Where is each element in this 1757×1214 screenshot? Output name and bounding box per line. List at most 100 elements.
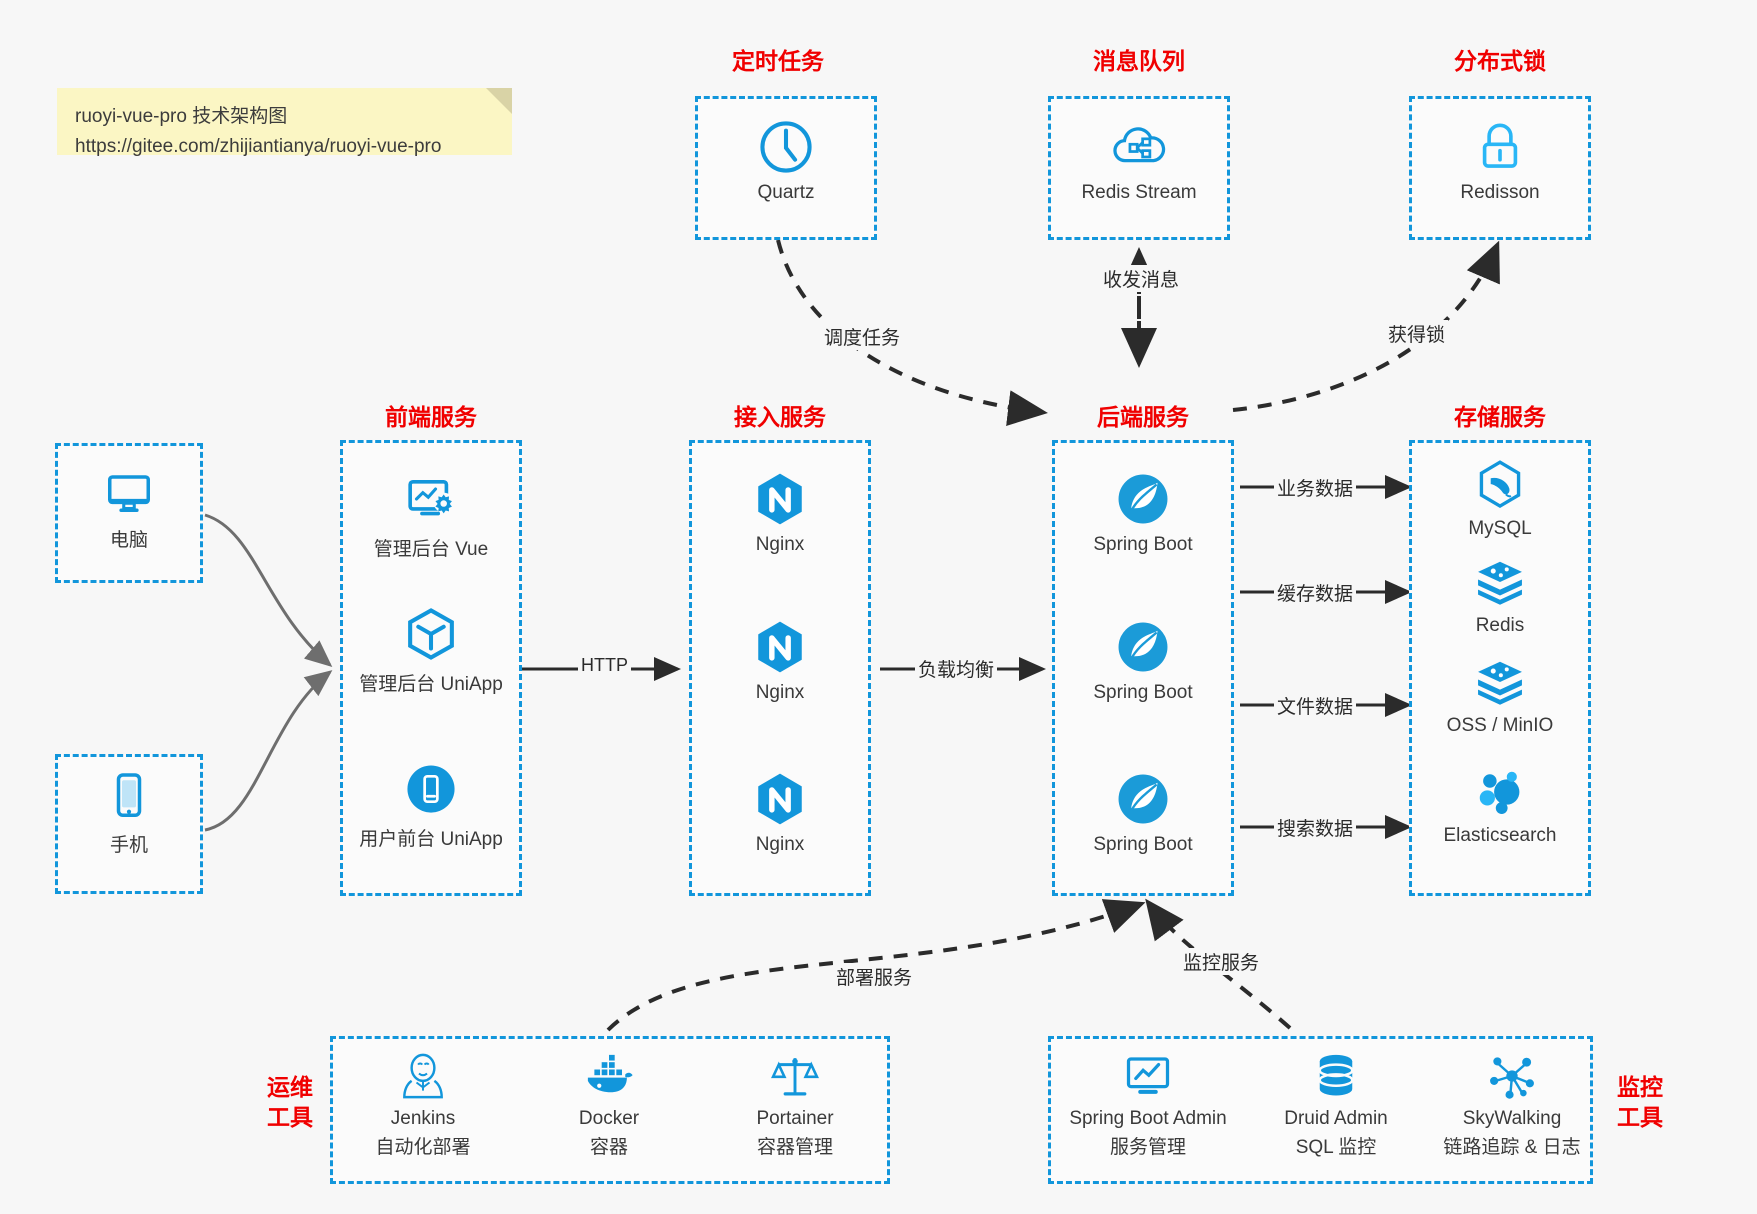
group-box-storage: [1409, 440, 1591, 896]
node-redis-stream[interactable]: Redis Stream: [1048, 118, 1230, 204]
edge-label-biz-data: 业务数据: [1274, 474, 1357, 501]
group-title-gateway: 接入服务: [734, 404, 826, 430]
group-box-client-desktop: [55, 443, 203, 583]
node-nginx-2[interactable]: Nginx: [689, 618, 871, 704]
node-label: Spring Boot: [1093, 534, 1193, 555]
node-admin-vue[interactable]: 管理后台 Vue: [340, 470, 522, 561]
node-desktop[interactable]: 电脑: [55, 463, 203, 552]
node-spring-boot-3[interactable]: Spring Boot: [1052, 770, 1234, 856]
node-nginx-3[interactable]: Nginx: [689, 770, 871, 856]
nginx-icon: [751, 470, 809, 528]
padlock-icon: [1471, 118, 1529, 176]
group-title-monitoring-line2: 工具: [1617, 1104, 1663, 1130]
node-mobile[interactable]: 手机: [55, 768, 203, 857]
node-spring-boot-2[interactable]: Spring Boot: [1052, 618, 1234, 704]
diagram-note: ruoyi-vue-pro 技术架构图 https://gitee.com/zh…: [57, 88, 512, 157]
edge-label-file-data: 文件数据: [1274, 692, 1357, 719]
spring-leaf-icon: [1114, 470, 1172, 528]
node-spring-boot-1[interactable]: Spring Boot: [1052, 470, 1234, 556]
group-box-lock: [1409, 96, 1591, 240]
monitor-chart-icon: [1122, 1050, 1174, 1102]
skywalking-nodes-icon: [1486, 1050, 1538, 1102]
node-docker[interactable]: Docker 容器: [516, 1050, 702, 1159]
node-label: 电脑: [109, 530, 148, 551]
edge-label-cache-data: 缓存数据: [1274, 579, 1357, 606]
node-label: OSS / MinIO: [1446, 715, 1554, 736]
node-label: Spring Boot: [1093, 834, 1193, 855]
node-portainer[interactable]: Portainer 容器管理: [702, 1050, 888, 1159]
node-sublabel: 容器管理: [756, 1137, 833, 1158]
node-redis[interactable]: Redis: [1409, 555, 1591, 637]
monitor-gear-icon: [402, 470, 460, 528]
note-fold-corner: [486, 88, 512, 114]
node-user-uniapp[interactable]: 用户前台 UniApp: [340, 760, 522, 851]
docker-whale-icon: [583, 1050, 635, 1102]
phone-round-icon: [402, 760, 460, 818]
note-line-1: ruoyi-vue-pro 技术架构图: [75, 106, 288, 127]
node-druid-admin[interactable]: Druid Admin SQL 监控: [1248, 1050, 1424, 1159]
cloud-network-icon: [1110, 118, 1168, 176]
group-title-devops-line1: 运维: [267, 1074, 313, 1100]
node-label: 手机: [109, 835, 148, 856]
edge-label-deploy: 部署服务: [833, 963, 916, 990]
edge-label-monitor: 监控服务: [1180, 948, 1263, 975]
node-label: MySQL: [1468, 518, 1532, 539]
node-label: 用户前台 UniApp: [359, 829, 503, 850]
nginx-icon: [751, 618, 809, 676]
node-label: Portainer: [756, 1108, 834, 1129]
node-label: Redis: [1475, 615, 1525, 636]
edge-label-mq: 收发消息: [1100, 265, 1183, 292]
node-label: Nginx: [755, 534, 805, 555]
node-label: Elasticsearch: [1443, 825, 1557, 846]
edge-label-lock: 获得锁: [1385, 320, 1449, 347]
node-oss-minio[interactable]: OSS / MinIO: [1409, 655, 1591, 737]
group-box-frontend: [340, 440, 522, 896]
scales-icon: [769, 1050, 821, 1102]
mobile-icon: [101, 768, 157, 824]
edge-label-http: HTTP: [578, 655, 631, 676]
node-label: 管理后台 Vue: [373, 539, 489, 560]
group-title-frontend: 前端服务: [385, 404, 477, 430]
group-box-scheduler: [695, 96, 877, 240]
node-label: Jenkins: [390, 1108, 456, 1129]
group-title-devops: 运维 工具: [255, 1072, 325, 1132]
hexagon-cube-icon: [402, 605, 460, 663]
database-icon: [1310, 1050, 1362, 1102]
node-admin-uniapp[interactable]: 管理后台 UniApp: [340, 605, 522, 696]
desktop-icon: [101, 463, 157, 519]
node-label: SkyWalking: [1462, 1108, 1562, 1129]
node-quartz[interactable]: Quartz: [695, 118, 877, 204]
group-box-client-mobile: [55, 754, 203, 894]
node-label: Druid Admin: [1284, 1108, 1388, 1129]
node-redisson[interactable]: Redisson: [1409, 118, 1591, 204]
node-label: Redis Stream: [1081, 182, 1197, 203]
node-sublabel: SQL 监控: [1295, 1137, 1377, 1158]
node-skywalking[interactable]: SkyWalking 链路追踪 & 日志: [1424, 1050, 1600, 1159]
node-label: 管理后台 UniApp: [359, 674, 503, 695]
group-title-mq: 消息队列: [1093, 48, 1185, 74]
node-label: Nginx: [755, 834, 805, 855]
group-title-devops-line2: 工具: [267, 1104, 313, 1130]
node-spring-boot-admin[interactable]: Spring Boot Admin 服务管理: [1048, 1050, 1248, 1159]
clock-icon: [757, 118, 815, 176]
nginx-icon: [751, 770, 809, 828]
group-title-backend: 后端服务: [1097, 404, 1189, 430]
redis-stack-icon: [1473, 655, 1527, 709]
node-sublabel: 链路追踪 & 日志: [1443, 1137, 1581, 1158]
node-label: Nginx: [755, 682, 805, 703]
node-label: Redisson: [1460, 182, 1540, 203]
node-elasticsearch[interactable]: Elasticsearch: [1409, 765, 1591, 847]
edge-label-load-balance: 负载均衡: [915, 655, 998, 682]
group-box-monitoring: [1048, 1036, 1593, 1184]
node-mysql[interactable]: MySQL: [1409, 458, 1591, 540]
node-label: Spring Boot: [1093, 682, 1193, 703]
node-sublabel: 服务管理: [1109, 1137, 1186, 1158]
node-nginx-1[interactable]: Nginx: [689, 470, 871, 556]
group-title-storage: 存储服务: [1454, 404, 1546, 430]
node-label: Docker: [578, 1108, 640, 1129]
elasticsearch-icon: [1473, 765, 1527, 819]
redis-stack-icon: [1473, 555, 1527, 609]
node-jenkins[interactable]: Jenkins 自动化部署: [330, 1050, 516, 1159]
group-title-monitoring: 监控 工具: [1605, 1072, 1675, 1132]
jenkins-butler-icon: [397, 1050, 449, 1102]
